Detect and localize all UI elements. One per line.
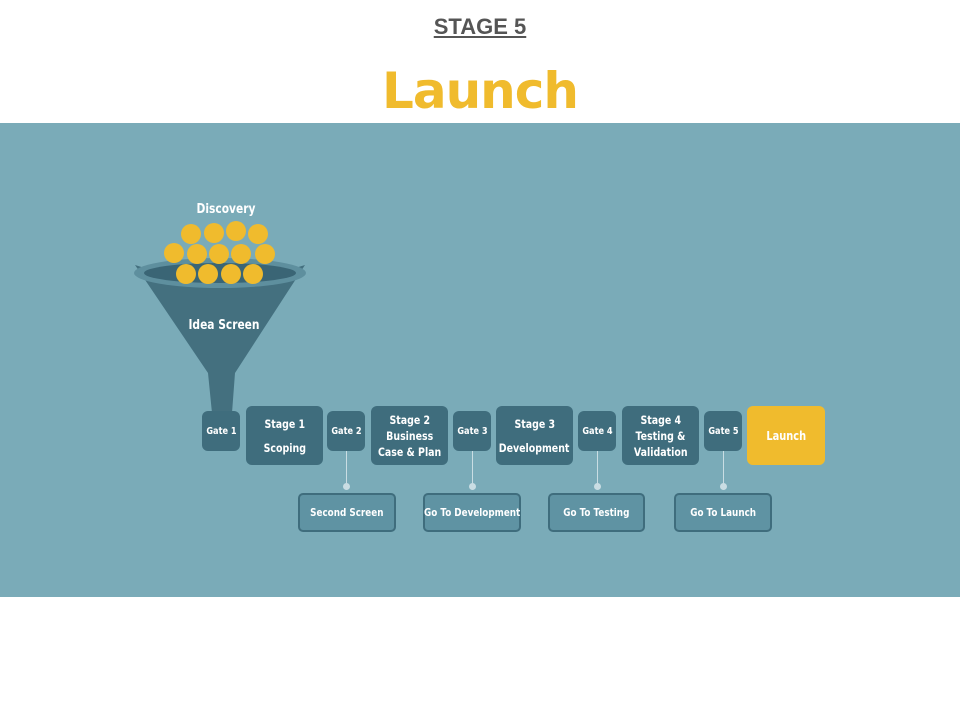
funnel-icon xyxy=(134,221,306,413)
sub-step-go-to-launch: Go To Launch xyxy=(674,493,772,532)
idea-ball xyxy=(248,224,268,244)
idea-ball xyxy=(187,244,207,264)
connector-gate-4 xyxy=(597,451,598,487)
stage-3-box: Stage 3 Development xyxy=(496,406,573,465)
idea-ball xyxy=(209,244,229,264)
gate-3: Gate 3 xyxy=(453,411,491,451)
sub-step-second-screen: Second Screen xyxy=(298,493,396,532)
funnel-opening xyxy=(144,263,296,283)
funnel-top-label: Discovery xyxy=(196,202,256,217)
connector-dot-gate-3 xyxy=(469,483,476,490)
funnel-body-label: Idea Screen xyxy=(188,318,260,333)
page-title: Launch xyxy=(381,62,579,120)
idea-ball xyxy=(198,264,218,284)
idea-ball xyxy=(164,243,184,263)
gate-2: Gate 2 xyxy=(327,411,365,451)
gate-5: Gate 5 xyxy=(704,411,742,451)
launch-box: Launch xyxy=(747,406,825,465)
stage-1-box: Stage 1 Scoping xyxy=(246,406,323,465)
gate-4: Gate 4 xyxy=(578,411,616,451)
gate-1: Gate 1 xyxy=(202,411,240,451)
stage-4-box: Stage 4 Testing & Validation xyxy=(622,406,699,465)
idea-ball xyxy=(221,264,241,284)
idea-ball xyxy=(255,244,275,264)
idea-ball xyxy=(231,244,251,264)
connector-gate-2 xyxy=(346,451,347,487)
connector-gate-5 xyxy=(723,451,724,487)
sub-step-go-to-development: Go To Development xyxy=(423,493,521,532)
connector-dot-gate-5 xyxy=(720,483,727,490)
idea-ball xyxy=(181,224,201,244)
stage-label: STAGE 5 xyxy=(433,14,527,39)
idea-ball xyxy=(243,264,263,284)
funnel-body xyxy=(135,265,305,413)
connector-dot-gate-4 xyxy=(594,483,601,490)
idea-ball xyxy=(204,223,224,243)
stage-2-box: Stage 2 Business Case & Plan xyxy=(371,406,448,465)
idea-ball xyxy=(176,264,196,284)
idea-balls xyxy=(164,221,275,284)
sub-step-go-to-testing: Go To Testing xyxy=(548,493,645,532)
connector-dot-gate-2 xyxy=(343,483,350,490)
idea-ball xyxy=(226,221,246,241)
connector-gate-3 xyxy=(472,451,473,487)
